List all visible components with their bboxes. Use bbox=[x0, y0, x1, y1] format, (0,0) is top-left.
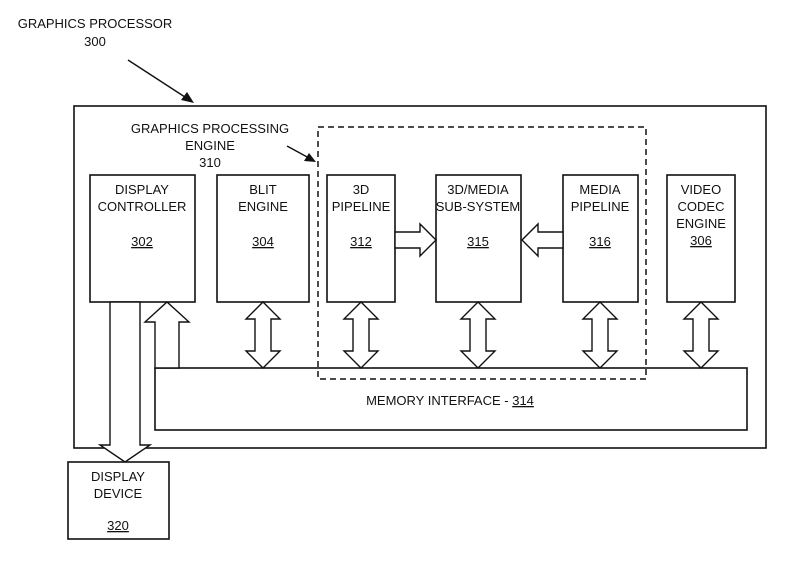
video-codec-label-line1: VIDEO bbox=[681, 182, 721, 197]
media-subsystem-box bbox=[435, 174, 522, 303]
processing-engine-title-line2: ENGINE bbox=[185, 138, 235, 153]
media-subsystem-label-line1: 3D/MEDIA bbox=[447, 182, 509, 197]
memory-interface-label: MEMORY INTERFACE - 314 bbox=[366, 393, 534, 408]
media-pipeline-to-subsystem-arrow bbox=[521, 222, 564, 258]
graphics-processor-leader-line bbox=[127, 59, 189, 100]
processing-engine-boundary bbox=[317, 126, 647, 380]
media-pipeline-box bbox=[562, 174, 639, 303]
media-pipeline-ref: 316 bbox=[589, 234, 611, 249]
pipeline-3d-to-subsystem-arrow bbox=[394, 222, 437, 258]
graphics-processor-leader-arrowhead bbox=[181, 92, 194, 103]
display-device-ref: 320 bbox=[107, 518, 129, 533]
processing-engine-leader-line bbox=[286, 145, 310, 159]
blit-memory-double-arrow bbox=[244, 301, 282, 369]
graphics-processor-ref: 300 bbox=[84, 34, 106, 49]
processing-engine-ref: 310 bbox=[199, 155, 221, 170]
media-pipeline-label-line1: MEDIA bbox=[579, 182, 621, 197]
media-pipeline-label-line2: PIPELINE bbox=[571, 199, 630, 214]
display-controller-ref: 302 bbox=[131, 234, 153, 249]
graphics-processor-title: GRAPHICS PROCESSOR bbox=[18, 16, 173, 31]
memory-interface-text: MEMORY INTERFACE - bbox=[366, 393, 512, 408]
blit-engine-label-line2: ENGINE bbox=[238, 199, 288, 214]
display-controller-label-line2: CONTROLLER bbox=[98, 199, 187, 214]
display-controller-to-device-arrow bbox=[97, 301, 153, 463]
display-controller-label-line1: DISPLAY bbox=[115, 182, 169, 197]
pipeline-3d-memory-double-arrow bbox=[342, 301, 380, 369]
display-device-label-line1: DISPLAY bbox=[91, 469, 145, 484]
video-codec-label-line2: CODEC bbox=[678, 199, 725, 214]
display-device-label-line2: DEVICE bbox=[94, 486, 143, 501]
pipeline-3d-ref: 312 bbox=[350, 234, 372, 249]
subsystem-memory-double-arrow bbox=[459, 301, 497, 369]
display-device-box bbox=[67, 461, 170, 540]
blit-engine-label-line1: BLIT bbox=[249, 182, 277, 197]
memory-interface-ref: 314 bbox=[512, 393, 534, 408]
pipeline-3d-label-line2: PIPELINE bbox=[332, 199, 391, 214]
blit-engine-box bbox=[216, 174, 310, 303]
video-codec-memory-double-arrow bbox=[682, 301, 720, 369]
pipeline-3d-label-line1: 3D bbox=[353, 182, 370, 197]
processing-engine-title-line1: GRAPHICS PROCESSING bbox=[131, 121, 289, 136]
media-subsystem-ref: 315 bbox=[467, 234, 489, 249]
video-codec-ref: 306 bbox=[690, 233, 712, 248]
display-controller-box bbox=[89, 174, 196, 303]
blit-engine-ref: 304 bbox=[252, 234, 274, 249]
video-codec-label-line3: ENGINE bbox=[676, 216, 726, 231]
media-subsystem-label-line2: SUB-SYSTEM bbox=[436, 199, 521, 214]
memory-to-display-controller-arrow bbox=[143, 301, 191, 369]
processing-engine-leader-arrowhead bbox=[304, 153, 316, 162]
media-pipeline-memory-double-arrow bbox=[581, 301, 619, 369]
memory-interface-bar bbox=[154, 367, 748, 431]
